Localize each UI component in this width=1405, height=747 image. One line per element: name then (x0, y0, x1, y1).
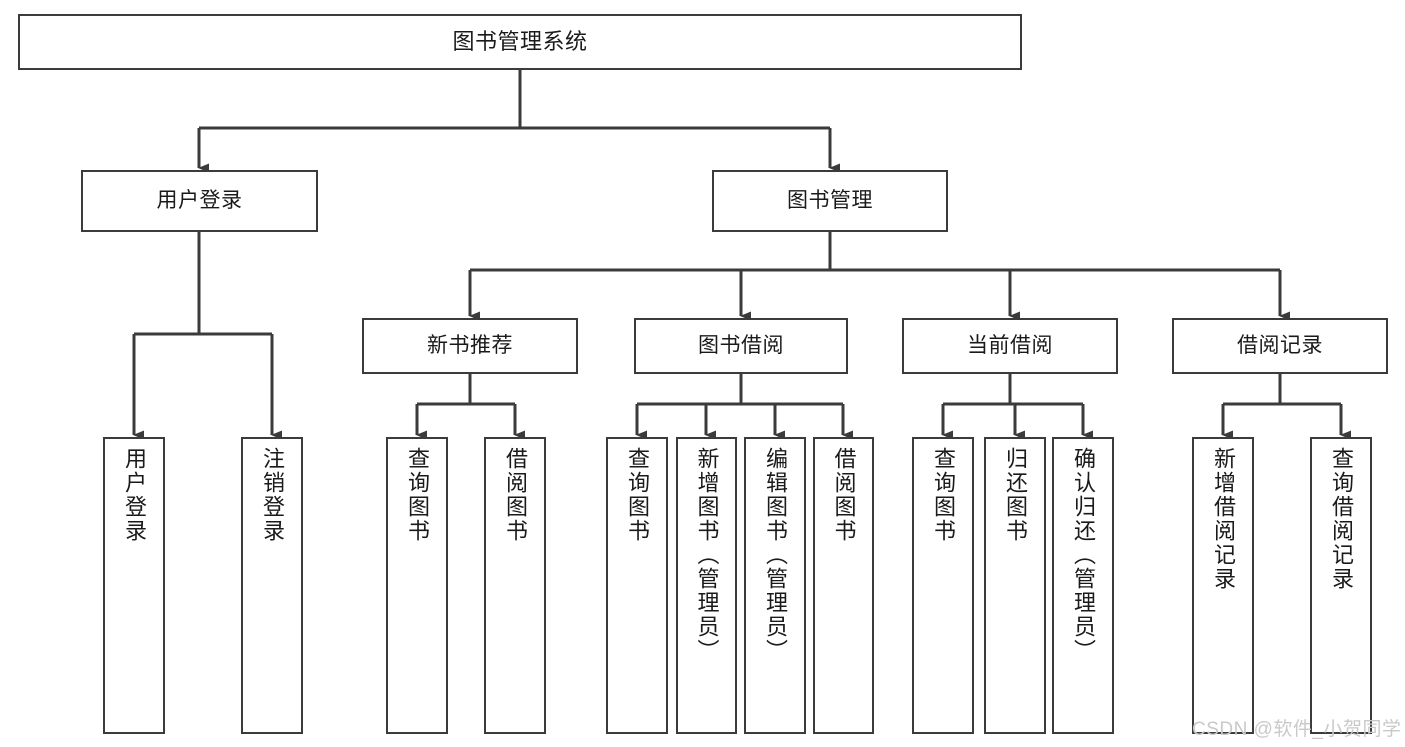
node-leaf-9[interactable]: 查询图书 (912, 437, 974, 734)
node-leaf-1[interactable]: 用户登录 (103, 437, 165, 734)
node-level2-2[interactable]: 图书管理 (712, 170, 948, 232)
node-label: 图书管理 (787, 188, 873, 212)
node-leaf-13[interactable]: 查询借阅记录 (1310, 437, 1372, 734)
node-label: 新增借阅记录 (1211, 447, 1236, 591)
node-label: 当前借阅 (967, 333, 1053, 357)
node-root-system[interactable]: 图书管理系统 (18, 14, 1022, 70)
node-label: 归还图书 (1003, 447, 1028, 543)
node-label: 编辑图书（管理员） (763, 447, 788, 663)
node-leaf-5[interactable]: 查询图书 (606, 437, 668, 734)
node-label: 借阅图书 (503, 447, 528, 543)
node-label: 查询图书 (931, 447, 956, 543)
node-level3-1[interactable]: 新书推荐 (362, 318, 578, 374)
node-leaf-6[interactable]: 新增图书（管理员） (676, 437, 737, 734)
node-label: 图书管理系统 (452, 28, 588, 54)
node-label: 图书借阅 (698, 333, 784, 357)
node-leaf-7[interactable]: 编辑图书（管理员） (744, 437, 806, 734)
node-label: 新增图书（管理员） (694, 447, 720, 663)
node-label: 用户登录 (156, 188, 243, 212)
node-leaf-12[interactable]: 新增借阅记录 (1192, 437, 1254, 734)
node-leaf-4[interactable]: 借阅图书 (484, 437, 546, 734)
node-leaf-8[interactable]: 借阅图书 (813, 437, 874, 734)
node-leaf-10[interactable]: 归还图书 (984, 437, 1046, 734)
node-leaf-11[interactable]: 确认归还（管理员） (1052, 437, 1114, 734)
node-leaf-3[interactable]: 查询图书 (386, 437, 448, 734)
node-label: 确认归还（管理员） (1071, 447, 1096, 663)
node-label: 借阅图书 (831, 447, 857, 543)
csdn-watermark: CSDN @软件_小贺同学 (1192, 719, 1402, 740)
node-level3-2[interactable]: 图书借阅 (634, 318, 848, 374)
node-label: 用户登录 (122, 447, 147, 543)
node-label: 借阅记录 (1237, 333, 1323, 357)
node-level2-1[interactable]: 用户登录 (81, 170, 318, 232)
node-leaf-2[interactable]: 注销登录 (241, 437, 303, 734)
node-level3-4[interactable]: 借阅记录 (1172, 318, 1388, 374)
node-label: 查询图书 (405, 447, 430, 543)
node-label: 注销登录 (260, 447, 285, 543)
node-label: 新书推荐 (427, 333, 513, 357)
node-level3-3[interactable]: 当前借阅 (902, 318, 1118, 374)
node-label: 查询借阅记录 (1329, 447, 1354, 591)
node-label: 查询图书 (625, 447, 650, 543)
